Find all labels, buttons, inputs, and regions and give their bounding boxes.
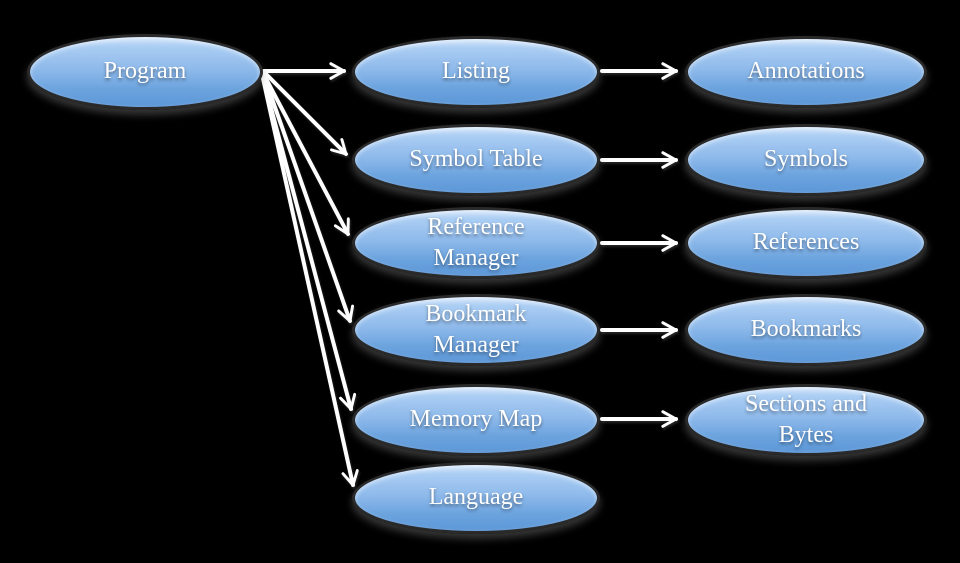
arrow-program-to-memory-map [260, 72, 357, 411]
node-language: Language [352, 462, 600, 534]
node-label: Memory Map [409, 406, 543, 433]
arrow-program-to-language [260, 72, 359, 487]
node-label: Annotations [747, 58, 865, 85]
node-bookmarks: Bookmarks [685, 294, 927, 366]
node-label: Bookmarks [750, 316, 862, 343]
node-label: Symbol Table [409, 146, 543, 173]
arrow-program-to-symbol-table [262, 70, 348, 156]
node-symbol-table: Symbol Table [352, 124, 600, 196]
node-label: Listing [441, 58, 510, 85]
node-annotations: Annotations [685, 36, 927, 108]
node-label: Program [103, 58, 187, 85]
node-references: References [685, 207, 927, 279]
arrow-program-to-reference-manager [261, 71, 350, 236]
node-bookmark-manager: Bookmark Manager [352, 294, 600, 366]
node-label: Symbols [763, 146, 849, 173]
node-label: Reference Manager [427, 213, 525, 271]
arrow-program-to-bookmark-manager [261, 71, 355, 323]
node-program: Program [27, 34, 263, 110]
node-label: Sections and Bytes [745, 390, 867, 448]
node-label: Bookmark Manager [425, 300, 527, 358]
node-symbols: Symbols [685, 124, 927, 196]
node-reference-manager: Reference Manager [352, 207, 600, 279]
node-memory-map: Memory Map [352, 384, 600, 456]
node-listing: Listing [352, 36, 600, 108]
node-sections-and-bytes: Sections and Bytes [685, 384, 927, 456]
node-label: References [752, 229, 860, 256]
node-label: Language [428, 484, 524, 511]
